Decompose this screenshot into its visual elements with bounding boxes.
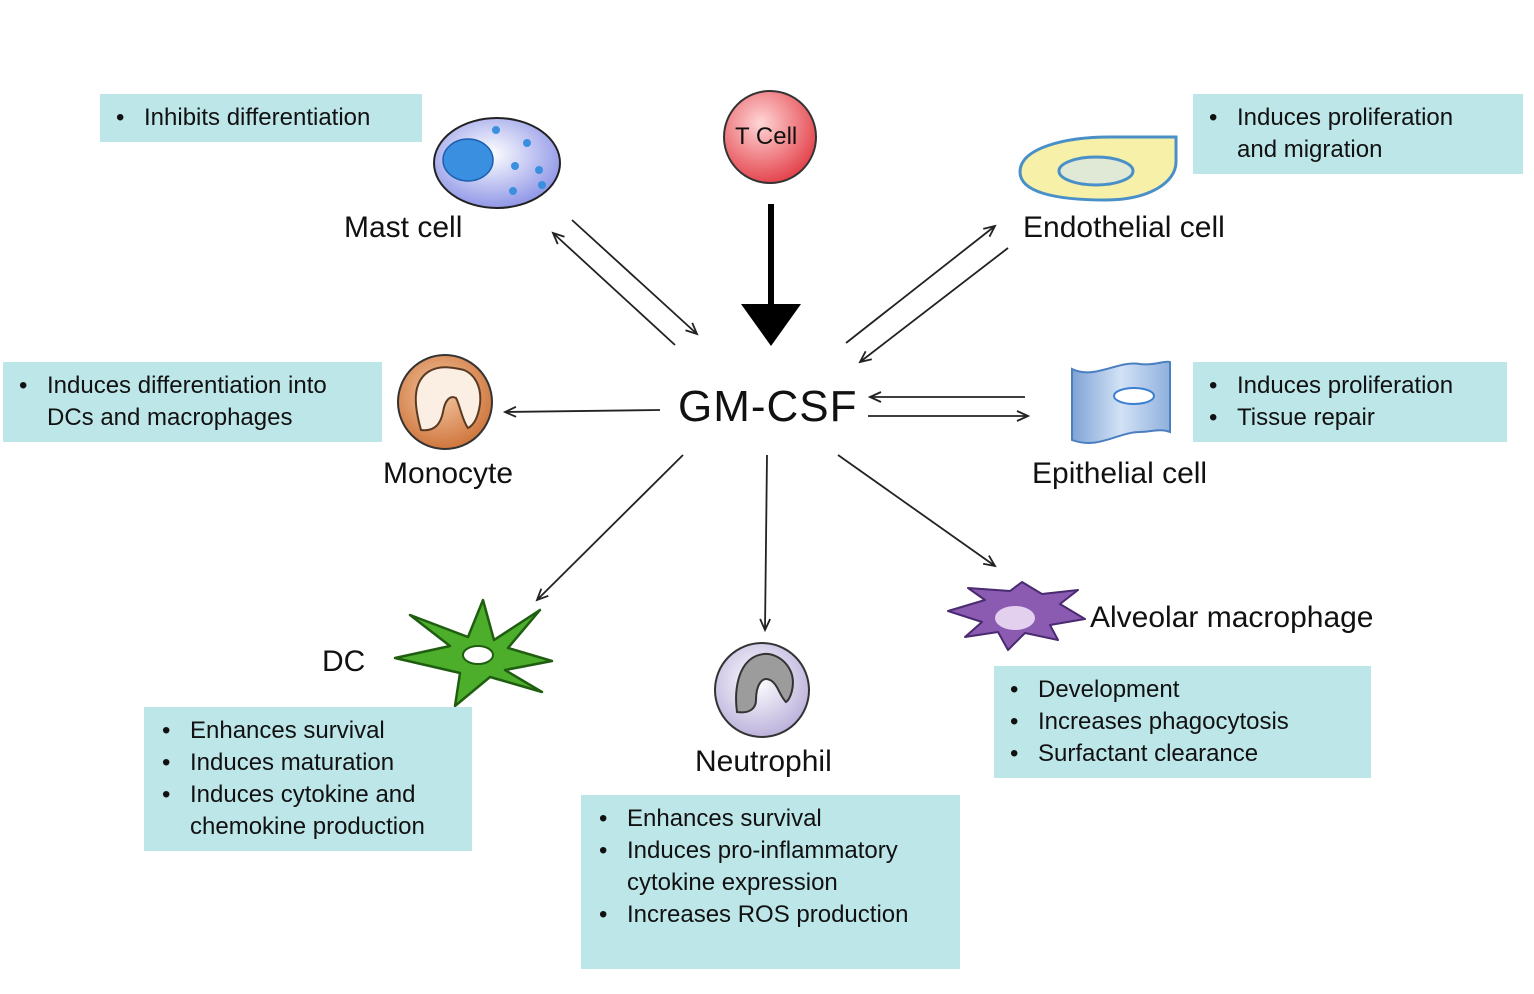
dc-effects-box: Enhances survival Induces maturation Ind… bbox=[144, 707, 472, 851]
neutrophil-effects-list: Enhances survival Induces pro-inflammato… bbox=[597, 803, 948, 931]
alveolar-macrophage-effects-list: Development Increases phagocytosis Surfa… bbox=[1008, 674, 1359, 770]
t-cell-icon bbox=[723, 90, 817, 184]
dc-label: DC bbox=[322, 645, 366, 678]
t-cell-label: T Cell bbox=[735, 123, 798, 150]
arrow-gmcsf-to-neutrophil bbox=[765, 454, 767, 630]
monocyte-effects-box: Induces differentiation into DCs and mac… bbox=[3, 362, 382, 442]
monocyte-label: Monocyte bbox=[383, 457, 514, 490]
dc-icon bbox=[393, 598, 554, 708]
gm-csf-label: GM-CSF bbox=[678, 382, 858, 431]
arrow-endothelial-to-gmcsf bbox=[860, 247, 1009, 362]
alveolar-macrophage-icon bbox=[947, 581, 1086, 651]
neutrophil-icon bbox=[714, 642, 810, 738]
epithelial-cell-label: Epithelial cell bbox=[1032, 457, 1208, 490]
mast-cell-effects-list: Inhibits differentiation bbox=[114, 102, 410, 134]
effect-item: Induces maturation bbox=[162, 747, 460, 779]
mast-cell-label: Mast cell bbox=[344, 211, 463, 244]
effect-item: Surfactant clearance bbox=[1010, 738, 1359, 770]
arrow-gmcsf-to-mast bbox=[553, 233, 676, 346]
endothelial-cell-effects-list: Induces proliferation and migration bbox=[1207, 102, 1511, 166]
effect-item: Increases ROS production bbox=[599, 899, 948, 931]
effect-item: Development bbox=[1010, 674, 1359, 706]
arrow-mast-to-gmcsf bbox=[571, 219, 697, 334]
dc-effects-list: Enhances survival Induces maturation Ind… bbox=[160, 715, 460, 843]
arrow-gmcsf-to-monocyte bbox=[505, 410, 661, 412]
effect-item: Induces differentiation into DCs and mac… bbox=[19, 370, 367, 434]
epithelial-cell-effects-list: Induces proliferation Tissue repair bbox=[1207, 370, 1495, 434]
epithelial-cell-icon bbox=[1071, 360, 1171, 445]
arrows bbox=[505, 219, 1028, 630]
arrow-gmcsf-to-endothelial bbox=[845, 226, 995, 344]
effect-item: Inhibits differentiation bbox=[116, 102, 410, 134]
alveolar-macrophage-effects-box: Development Increases phagocytosis Surfa… bbox=[994, 666, 1371, 778]
monocyte-icon bbox=[397, 354, 493, 450]
mast-cell-effects-box: Inhibits differentiation bbox=[100, 94, 422, 142]
neutrophil-label: Neutrophil bbox=[695, 745, 832, 778]
mast-cell-icon bbox=[433, 117, 561, 209]
effect-item: Tissue repair bbox=[1209, 402, 1495, 434]
endothelial-cell-icon bbox=[1018, 135, 1178, 202]
arrow-gmcsf-to-dc bbox=[537, 454, 684, 600]
effect-item: Enhances survival bbox=[599, 803, 948, 835]
effect-item: Induces proliferation bbox=[1209, 370, 1495, 402]
effect-item: Enhances survival bbox=[162, 715, 460, 747]
effect-item: Induces pro-inflammatory cytokine expres… bbox=[599, 835, 927, 899]
monocyte-effects-list: Induces differentiation into DCs and mac… bbox=[17, 370, 370, 434]
alveolar-macrophage-label: Alveolar macrophage bbox=[1090, 601, 1374, 634]
endothelial-cell-effects-box: Induces proliferation and migration bbox=[1193, 94, 1523, 174]
effect-item: Increases phagocytosis bbox=[1010, 706, 1359, 738]
effect-item: Induces cytokine and chemokine productio… bbox=[162, 779, 450, 843]
effect-item: Induces proliferation and migration bbox=[1209, 102, 1487, 166]
arrow-gmcsf-to-alveolar bbox=[837, 454, 995, 566]
neutrophil-effects-box: Enhances survival Induces pro-inflammato… bbox=[581, 795, 960, 969]
epithelial-cell-effects-box: Induces proliferation Tissue repair bbox=[1193, 362, 1507, 442]
endothelial-cell-label: Endothelial cell bbox=[1023, 211, 1225, 244]
